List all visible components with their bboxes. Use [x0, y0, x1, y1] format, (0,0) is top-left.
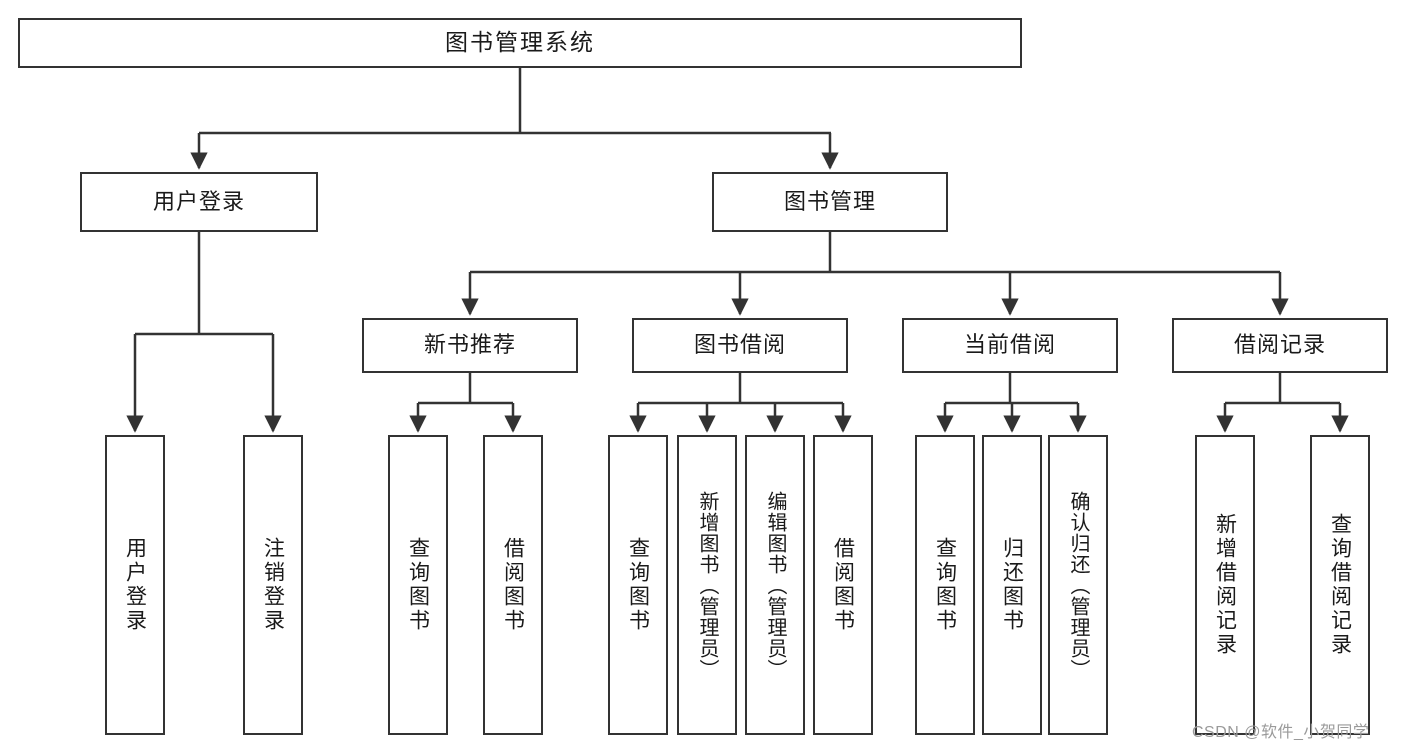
- node-root[interactable]: 图书管理系统: [18, 18, 1022, 68]
- node-leaf-11[interactable]: 新增借阅记录: [1195, 435, 1255, 735]
- node-level3-0[interactable]: 新书推荐: [362, 318, 578, 373]
- csdn-watermark: CSDN @软件_小贺同学: [1192, 724, 1370, 741]
- node-leaf-9[interactable]: 归还图书: [982, 435, 1042, 735]
- node-level3-1[interactable]: 图书借阅: [632, 318, 848, 373]
- node-level2-1[interactable]: 图书管理: [712, 172, 948, 232]
- node-leaf-12[interactable]: 查询借阅记录: [1310, 435, 1370, 735]
- edge-group-borrow-book: [629, 373, 852, 433]
- node-leaf-10[interactable]: 确认归还（管理员）: [1048, 435, 1108, 735]
- edge-group-current-borrow: [936, 373, 1087, 433]
- edge-group-borrow-record: [1216, 373, 1349, 433]
- node-leaf-0[interactable]: 用户登录: [105, 435, 165, 735]
- node-leaf-8[interactable]: 查询图书: [915, 435, 975, 735]
- edge-group-root: [190, 68, 839, 170]
- node-leaf-6[interactable]: 编辑图书（管理员）: [745, 435, 805, 735]
- node-leaf-3[interactable]: 借阅图书: [483, 435, 543, 735]
- node-level2-0[interactable]: 用户登录: [80, 172, 318, 232]
- node-leaf-7[interactable]: 借阅图书: [813, 435, 873, 735]
- node-leaf-2[interactable]: 查询图书: [388, 435, 448, 735]
- edge-group-new-book: [409, 373, 522, 433]
- node-leaf-4[interactable]: 查询图书: [608, 435, 668, 735]
- node-leaf-1[interactable]: 注销登录: [243, 435, 303, 735]
- node-leaf-5[interactable]: 新增图书（管理员）: [677, 435, 737, 735]
- edge-group-user-login: [126, 232, 282, 433]
- node-level3-2[interactable]: 当前借阅: [902, 318, 1118, 373]
- node-level3-3[interactable]: 借阅记录: [1172, 318, 1388, 373]
- edge-group-book-manage: [461, 232, 1289, 316]
